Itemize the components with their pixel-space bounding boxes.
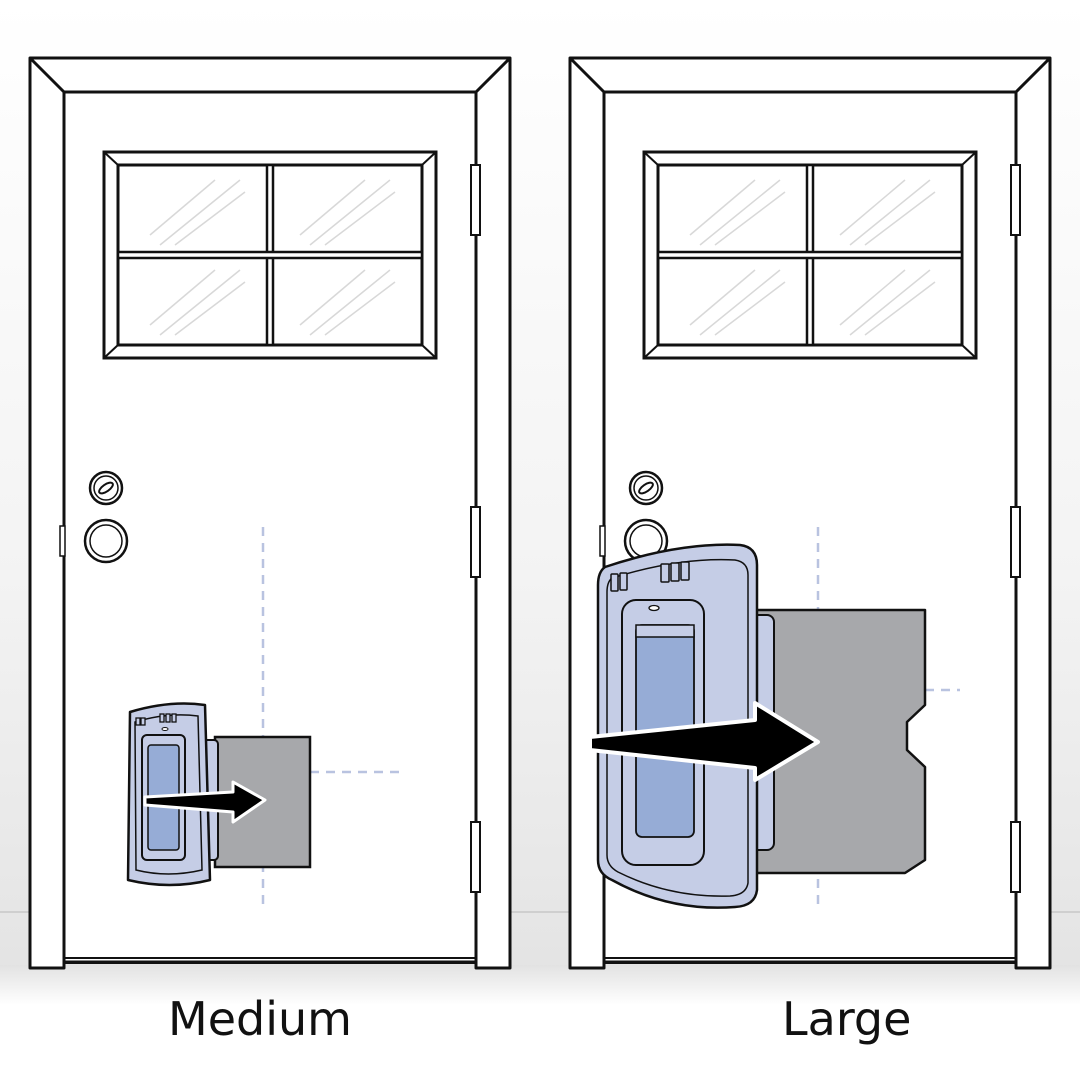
window-icon (642, 150, 978, 360)
floor-shadow (0, 965, 1080, 1005)
label-large: Large (782, 992, 912, 1046)
hinge-icon (1010, 164, 1021, 893)
hinge-icon (470, 164, 481, 893)
guide-lines (816, 527, 960, 908)
window-icon (102, 150, 438, 360)
label-medium: Medium (168, 992, 352, 1046)
knob-icon (83, 518, 129, 564)
arrow-icon (143, 780, 267, 824)
lock-icon (628, 470, 664, 506)
door-large (568, 56, 1052, 970)
door-medium (28, 56, 512, 970)
door-cutout (743, 608, 927, 875)
arrow-icon (588, 701, 820, 782)
lock-icon (88, 470, 124, 506)
